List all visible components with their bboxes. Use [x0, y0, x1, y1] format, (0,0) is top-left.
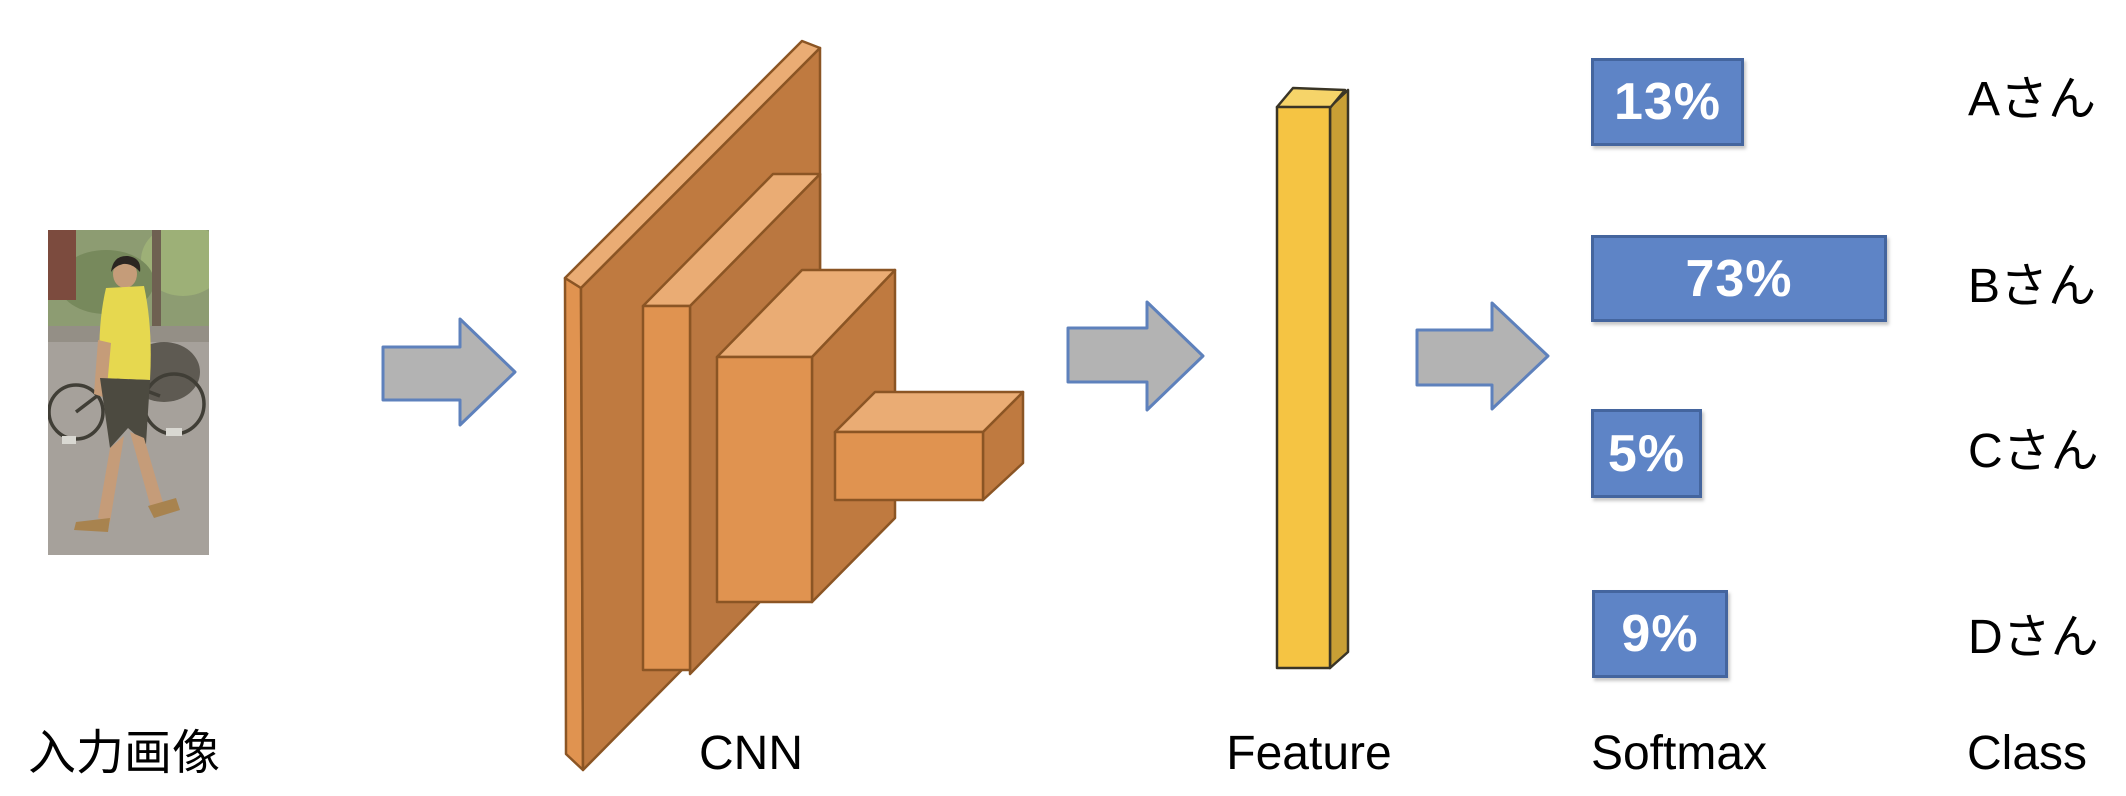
- cnn-smallbox-front-face: [833, 430, 985, 502]
- softmax-bar: 13%: [1591, 58, 1744, 146]
- cnn-slab-front-face: [641, 304, 692, 672]
- softmax-bar-value: 13%: [1613, 73, 1722, 131]
- feature-front-face: [1275, 105, 1332, 670]
- softmax-bar: 5%: [1591, 409, 1702, 498]
- feature-vector-bar: [1275, 86, 1350, 670]
- cnn-blocks: [563, 39, 1025, 772]
- softmax-bar: 9%: [1592, 590, 1728, 678]
- class-name-label: Aさん: [1968, 73, 2097, 126]
- pedestrian-photo-illustration: [48, 230, 209, 555]
- softmax-bar-value: 5%: [1607, 424, 1686, 483]
- input-image: [48, 230, 209, 555]
- class-name-label: Dさん: [1968, 611, 2099, 664]
- arrow-right-icon: [1415, 301, 1550, 411]
- softmax-bar-value: 73%: [1685, 249, 1793, 308]
- softmax-label: Softmax: [1590, 727, 1768, 780]
- class-name-label: Bさん: [1968, 260, 2097, 313]
- cnn-midbox-front-face: [715, 355, 814, 604]
- input-image-label: 入力画像: [28, 727, 221, 780]
- softmax-bar-value: 9%: [1621, 605, 1699, 663]
- arrow-right-icon: [381, 317, 517, 427]
- class-name-label: Cさん: [1968, 425, 2099, 478]
- pedestrian-figure: [74, 255, 180, 532]
- softmax-bar: 73%: [1591, 235, 1887, 322]
- feature-label: Feature: [1226, 727, 1392, 780]
- feature-side-face: [1328, 88, 1350, 670]
- arrow-right-icon: [1066, 300, 1205, 412]
- class-label: Class: [1966, 727, 2088, 780]
- cnn-label: CNN: [699, 727, 803, 780]
